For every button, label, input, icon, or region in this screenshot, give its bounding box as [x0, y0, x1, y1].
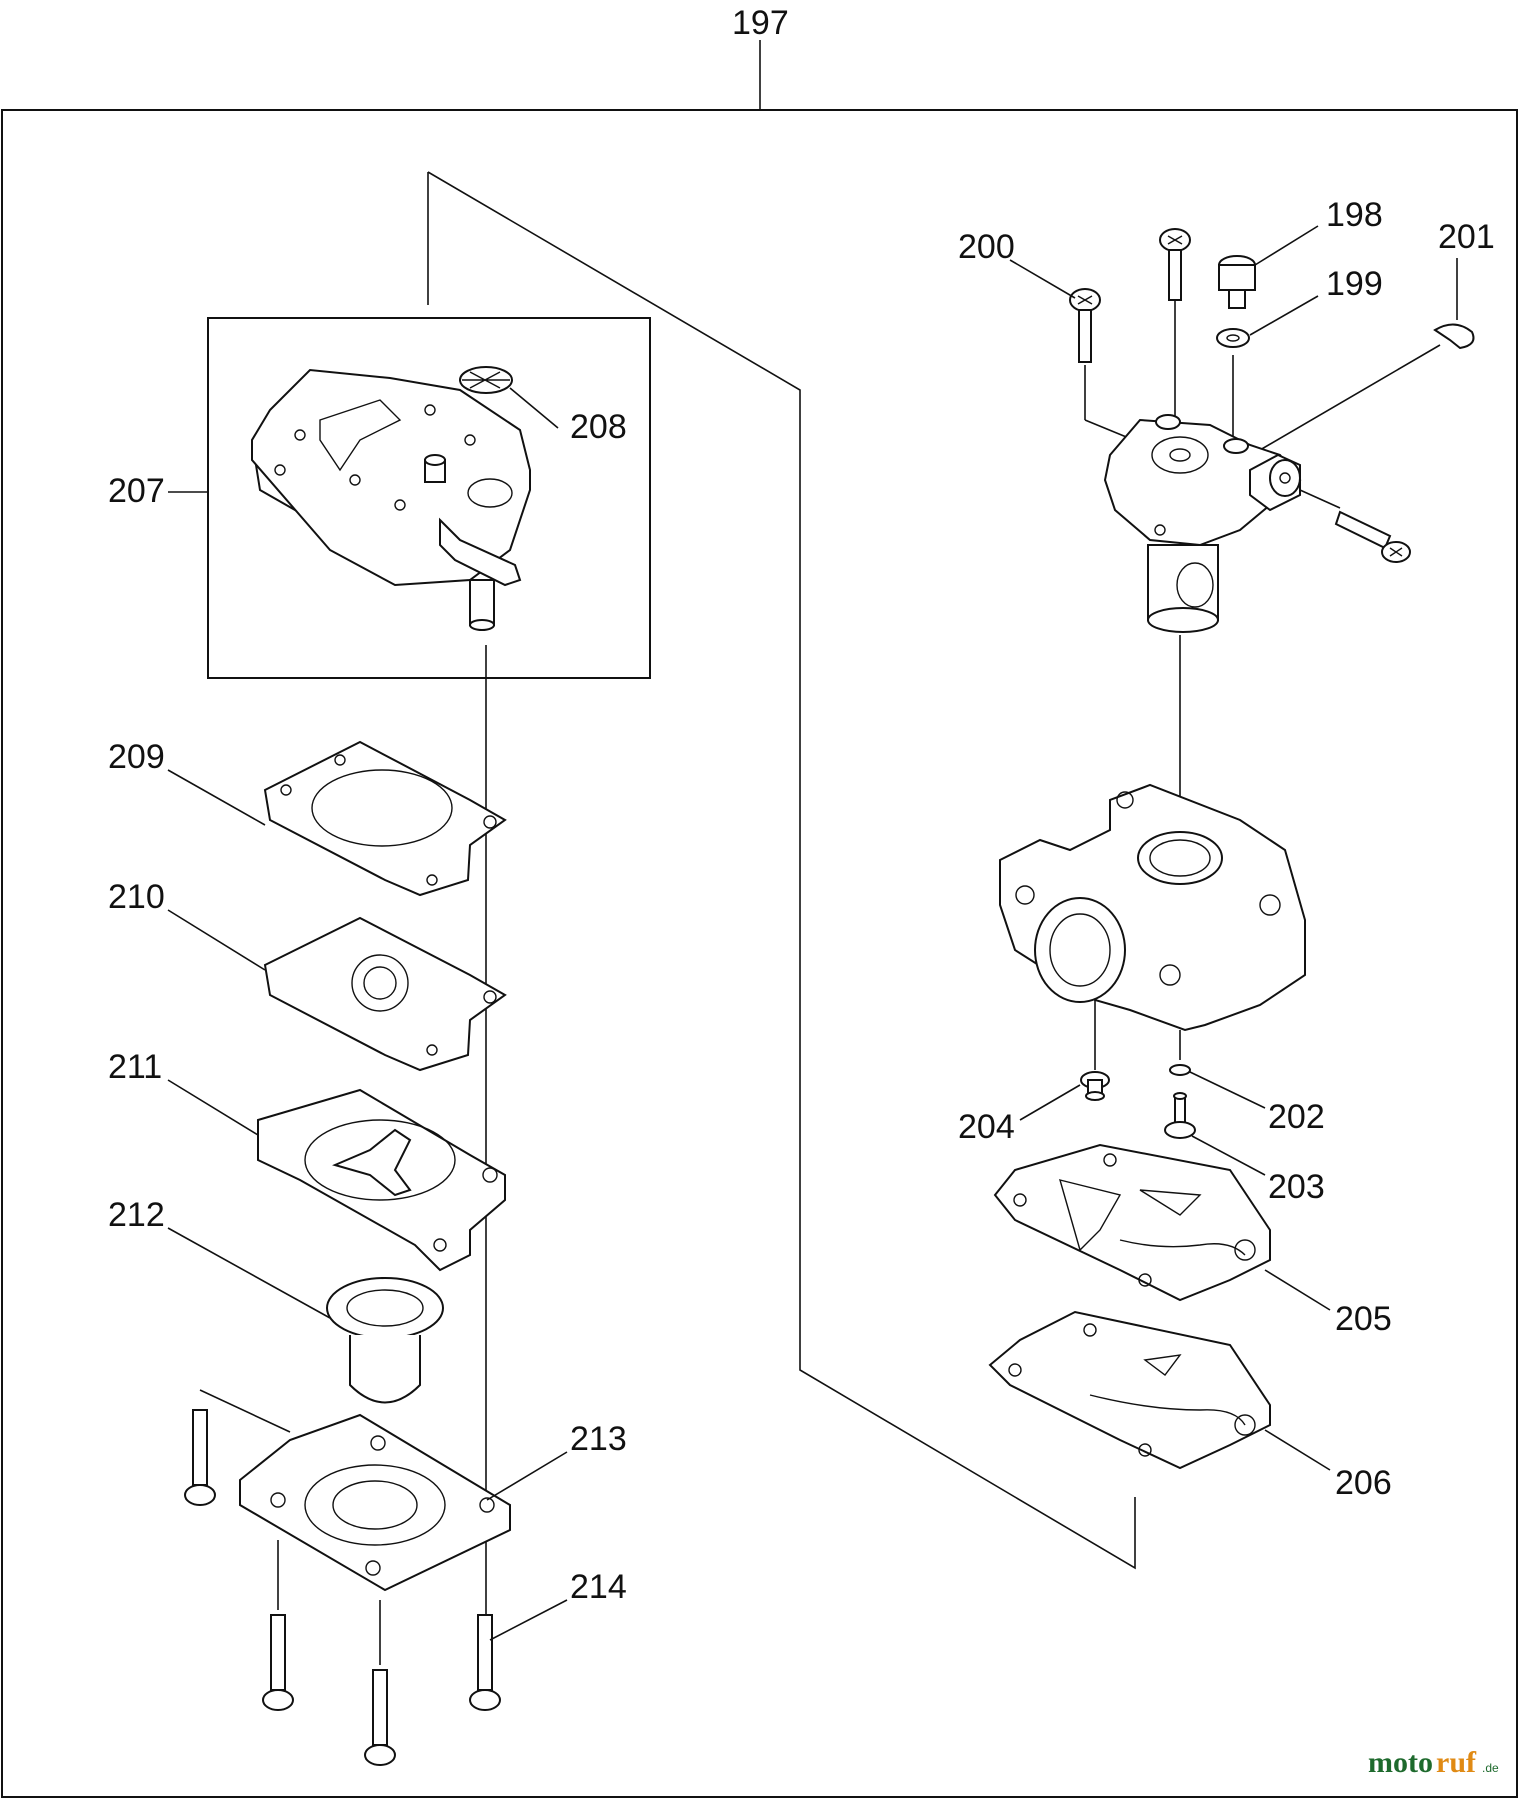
label-211: 211	[108, 1048, 162, 1086]
washer-199	[1216, 328, 1250, 348]
screw-200	[1069, 288, 1101, 363]
throttle-assembly	[1103, 414, 1302, 633]
primer-bulb-212	[326, 1277, 444, 1404]
label-200: 200	[958, 228, 1015, 266]
label-199: 199	[1326, 265, 1383, 303]
watermark-moto: moto	[1368, 1746, 1433, 1779]
label-202: 202	[1268, 1098, 1325, 1136]
diaphragm-210	[263, 916, 507, 1072]
label-208: 208	[570, 408, 627, 446]
label-197: 197	[732, 4, 789, 42]
valve-204	[1080, 1000, 1110, 1101]
label-212: 212	[108, 1196, 165, 1234]
label-213: 213	[570, 1420, 627, 1458]
label-203: 203	[1268, 1168, 1325, 1206]
gasket-205	[993, 1143, 1271, 1302]
label-206: 206	[1335, 1464, 1392, 1502]
label-209: 209	[108, 738, 165, 776]
label-214: 214	[570, 1568, 627, 1606]
watermark-ruf: ruf	[1436, 1746, 1477, 1779]
needle-203	[1164, 1092, 1196, 1139]
filter-screen-208	[459, 366, 513, 394]
label-207: 207	[108, 472, 165, 510]
motoruf-watermark: moto ruf .de	[1368, 1746, 1499, 1779]
watermark-suffix: .de	[1482, 1761, 1499, 1775]
throttle-screw	[1334, 510, 1411, 563]
carburetor-body	[999, 783, 1306, 1032]
screw-top	[1159, 228, 1191, 301]
label-205: 205	[1335, 1300, 1392, 1338]
e-clip-201	[1433, 323, 1475, 350]
plug-198	[1218, 255, 1256, 309]
label-204: 204	[958, 1108, 1015, 1146]
gasket-209	[263, 740, 507, 897]
pump-cover-207	[250, 368, 532, 631]
group-box-207	[207, 317, 651, 679]
diaphragm-206	[988, 1310, 1271, 1470]
label-198: 198	[1326, 196, 1383, 234]
label-210: 210	[108, 878, 165, 916]
cover-plate-213	[239, 1413, 511, 1592]
screws-214	[184, 1389, 501, 1766]
label-201: 201	[1438, 218, 1495, 256]
o-ring-202	[1169, 1030, 1191, 1076]
pump-body-211	[257, 1088, 506, 1272]
